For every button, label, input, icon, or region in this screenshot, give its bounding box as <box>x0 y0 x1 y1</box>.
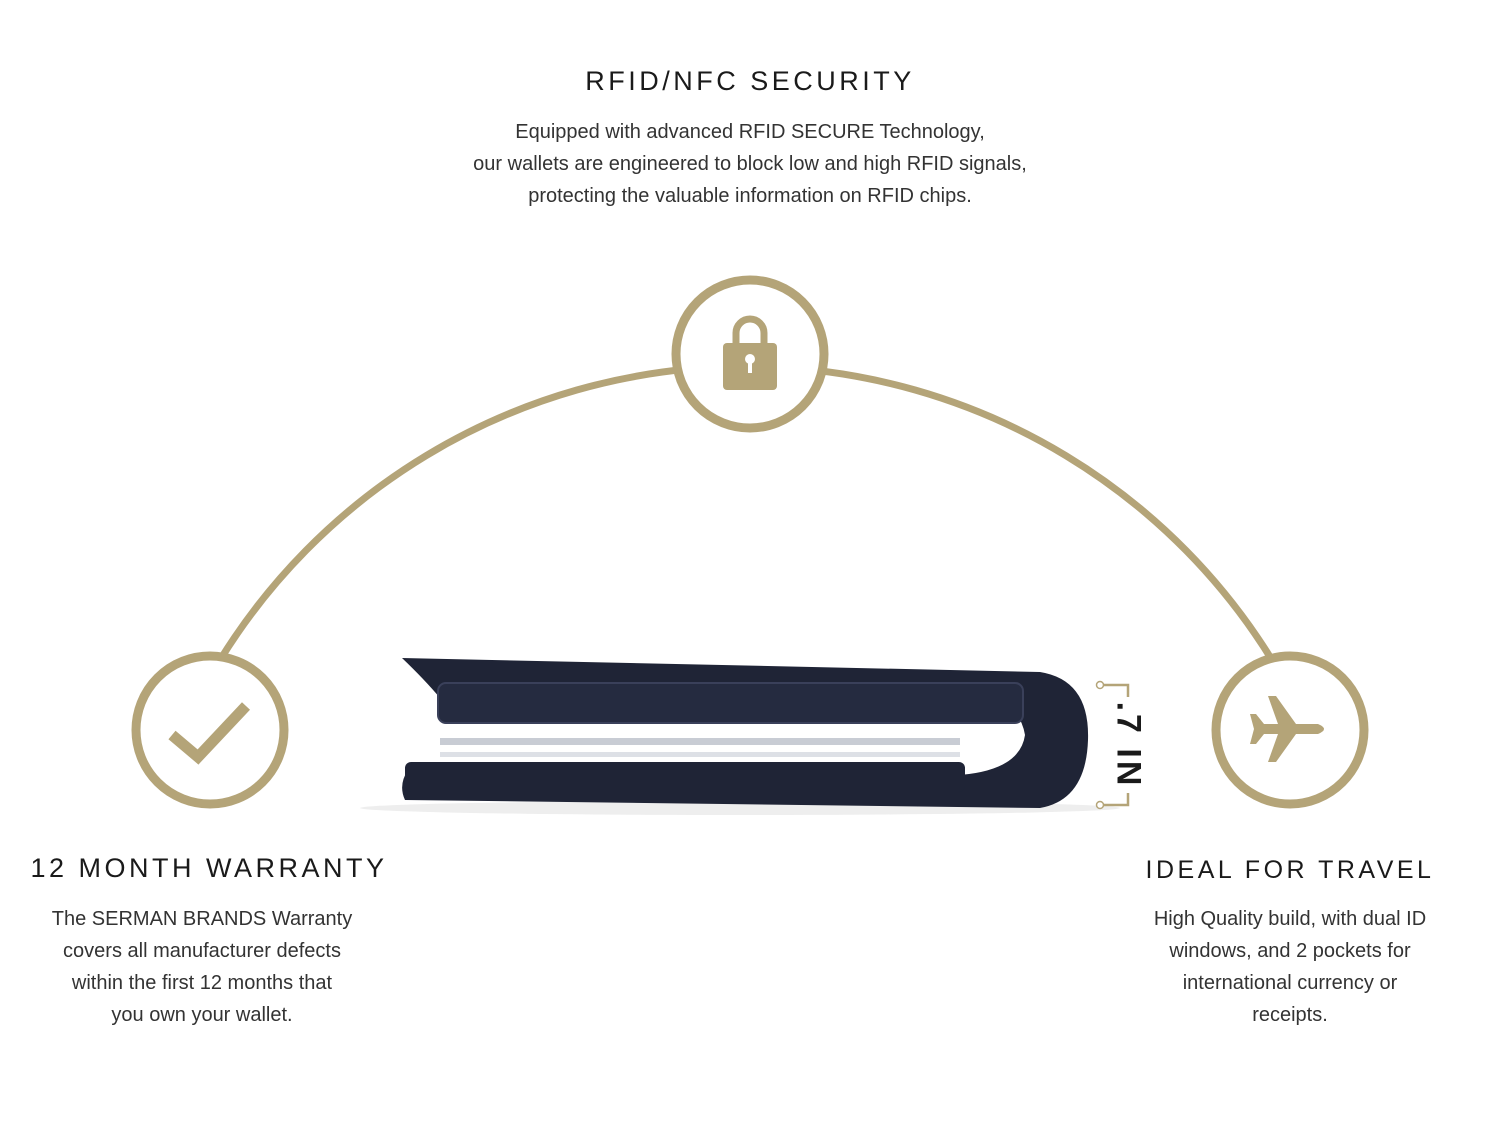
travel-line: receipts. <box>1252 1004 1328 1026</box>
travel-line: international currency or <box>1182 972 1398 994</box>
rfid-title: RFID/NFC SECURITY <box>585 66 915 96</box>
lock-icon <box>671 275 829 433</box>
warranty-line: you own your wallet. <box>111 1004 293 1026</box>
checkmark-icon <box>131 651 289 809</box>
rfid-description: Equipped with advanced RFID SECURE Techn… <box>0 116 1500 212</box>
travel-line: High Quality build, with dual ID <box>1153 908 1427 930</box>
thickness-value: .7 IN <box>1109 701 1148 789</box>
rfid-line: Equipped with advanced RFID SECURE Techn… <box>515 121 985 143</box>
rfid-line: protecting the valuable information on R… <box>528 185 972 207</box>
rfid-line: our wallets are engineered to block low … <box>473 153 1027 175</box>
dimension-bracket <box>1095 680 1130 810</box>
warranty-description: The SERMAN BRANDS Warranty covers all ma… <box>0 903 404 1031</box>
warranty-line: The SERMAN BRANDS Warranty <box>51 908 353 930</box>
travel-line: windows, and 2 pockets for <box>1169 940 1411 962</box>
warranty-line: within the first 12 months that <box>71 972 333 994</box>
warranty-title: 12 MONTH WARRANTY <box>30 853 388 883</box>
travel-title: IDEAL FOR TRAVEL <box>1145 856 1435 884</box>
warranty-line: covers all manufacturer defects <box>63 940 341 962</box>
travel-description: High Quality build, with dual ID windows… <box>1110 903 1470 1031</box>
airplane-icon <box>1211 651 1369 809</box>
wallet-image <box>360 658 1120 815</box>
thickness-label: .7 IN <box>1098 702 1158 789</box>
